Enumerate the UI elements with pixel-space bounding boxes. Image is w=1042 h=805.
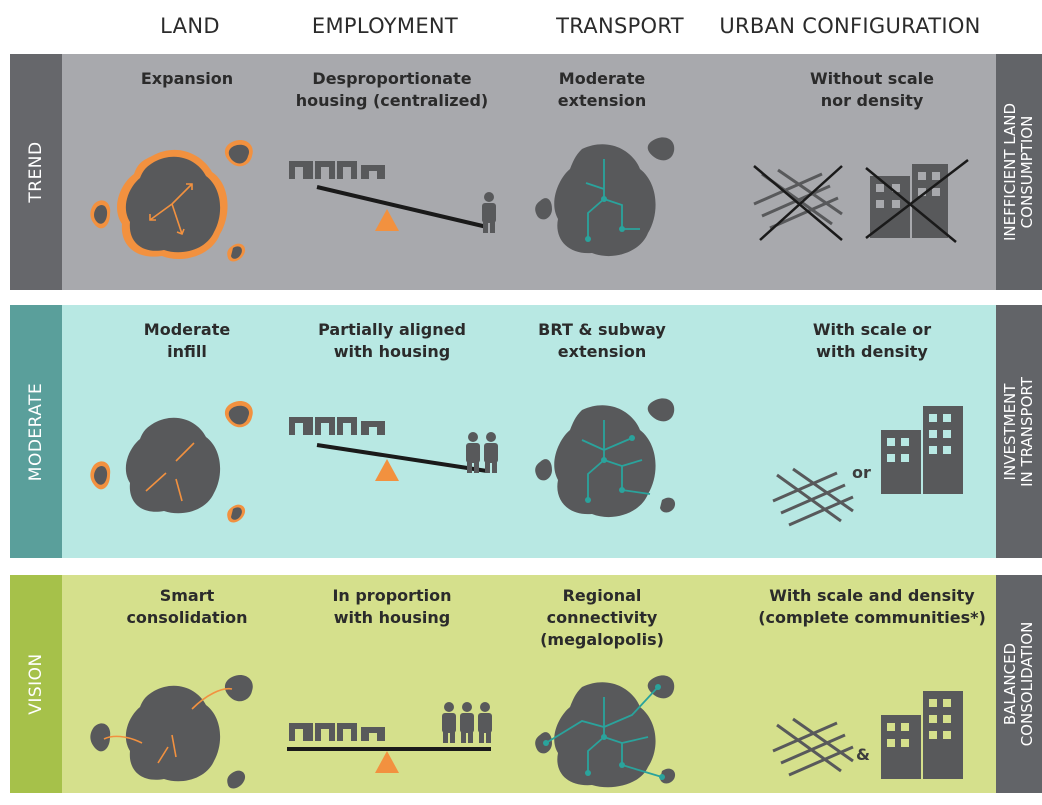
land-caption: Expansion [140, 69, 234, 88]
transport-network-icon [535, 137, 675, 257]
row-body-vision: Smart consolidation In proportion with h… [62, 575, 996, 793]
road-grid-icon [772, 467, 854, 527]
column-header-land: LAND [160, 14, 220, 38]
urban-caption: With scale and density (complete communi… [758, 586, 986, 627]
housing-employment-balance-icon [287, 702, 492, 773]
outcome-line-1: INVESTMENT [1001, 383, 1019, 480]
housing-employment-seesaw-icon [289, 417, 498, 481]
outcome-line-2: CONSOLIDATION [1018, 621, 1036, 747]
no-scale-no-density-icon [753, 159, 969, 243]
dense-buildings-icon [881, 406, 963, 494]
row-label-trend: TREND [10, 54, 62, 290]
dense-buildings-icon [881, 691, 963, 779]
city-consolidation-icon [90, 674, 253, 789]
column-header-employment: EMPLOYMENT [311, 14, 459, 38]
urban-caption: With scale or with density [812, 320, 932, 361]
regional-connectivity-icon [535, 675, 676, 788]
outcome-line-2: CONSUMPTION [1018, 115, 1036, 229]
city-expansion-icon [90, 139, 253, 262]
employment-caption: Partially aligned with housing [318, 320, 466, 361]
road-grid-icon [772, 717, 854, 777]
connector-and: & [856, 745, 870, 764]
outcome-line-1: INEFFICIENT LAND [1001, 102, 1019, 242]
land-caption: Smart consolidation [126, 586, 248, 627]
row-trend: TREND Expansion Desproportionate housing… [10, 54, 1042, 290]
row-label-moderate: MODERATE [10, 305, 62, 558]
row-moderate: MODERATE Moderate infill Partially align… [10, 305, 1042, 558]
outcome-line-1: BALANCED [1001, 642, 1019, 726]
housing-employment-seesaw-icon [289, 161, 496, 233]
employment-caption: Desproportionate housing (centralized) [295, 69, 489, 110]
city-infill-icon [90, 400, 253, 523]
transport-caption: BRT & subway extension [538, 320, 666, 361]
urban-caption: Without scale nor density [810, 69, 934, 110]
outcome-line-2: IN TRANSPORT [1018, 376, 1036, 487]
row-label-vision: VISION [10, 575, 62, 793]
transport-caption: Regional connectivity (megalopolis) [540, 586, 664, 649]
row-vision: VISION Smart consolidation In proportion… [10, 575, 1042, 793]
connector-or: or [852, 463, 871, 482]
brt-subway-network-icon [535, 398, 676, 518]
land-caption: Moderate infill [143, 320, 231, 361]
row-body-moderate: Moderate infill Partially aligned with h… [62, 305, 996, 558]
employment-caption: In proportion with housing [332, 586, 452, 627]
row-body-trend: Expansion Desproportionate housing (cent… [62, 54, 996, 290]
transport-caption: Moderate extension [557, 69, 647, 110]
column-header-transport: TRANSPORT [556, 14, 684, 38]
column-header-urban-configuration: URBAN CONFIGURATION [719, 14, 981, 38]
